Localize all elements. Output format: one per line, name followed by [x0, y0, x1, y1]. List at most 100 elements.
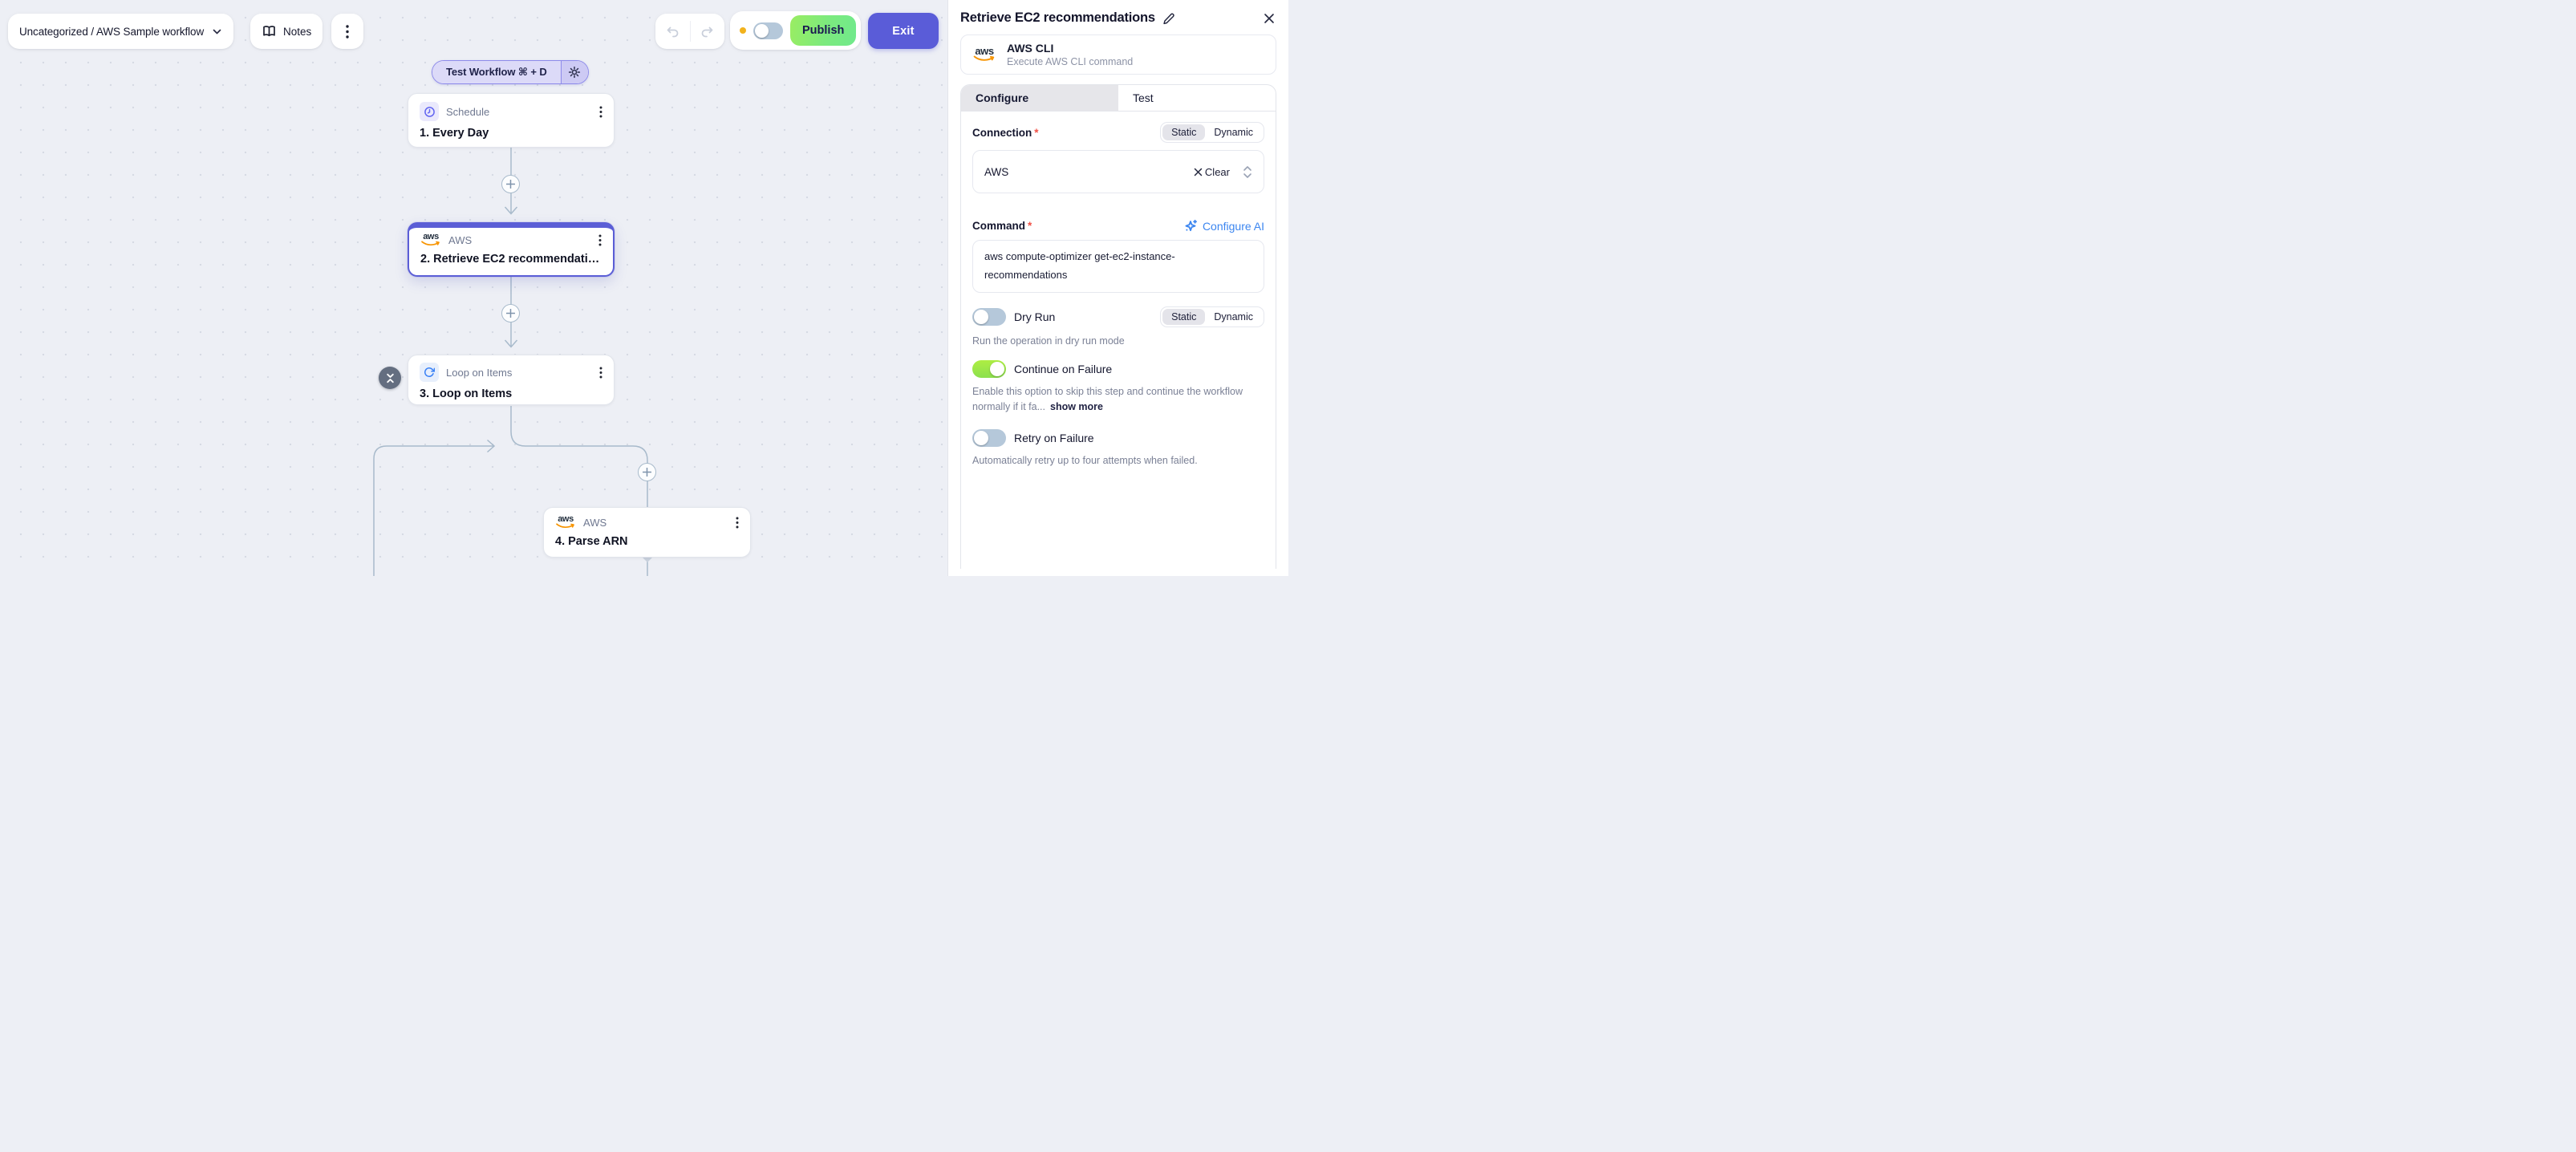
node-menu-button[interactable]: [736, 517, 739, 529]
node-title: 2. Retrieve EC2 recommendati…: [420, 253, 600, 266]
app-card-name: AWS CLI: [1007, 42, 1054, 55]
exit-button[interactable]: Exit: [868, 13, 939, 49]
add-step-button[interactable]: [501, 304, 520, 322]
clear-connection-button[interactable]: Clear: [1194, 166, 1230, 178]
show-more-link[interactable]: show more: [1050, 401, 1103, 413]
select-chevrons-icon: [1243, 165, 1251, 178]
node-retrieve-ec2-recommendations[interactable]: aws AWS 2. Retrieve EC2 recommendati…: [408, 222, 615, 277]
dry-run-toggle[interactable]: [972, 307, 1006, 326]
tab-configure[interactable]: Configure: [961, 85, 1118, 111]
static-option[interactable]: Static: [1162, 124, 1206, 140]
divider: [689, 21, 691, 42]
node-title: 1. Every Day: [420, 127, 489, 140]
rename-step-button[interactable]: [1162, 12, 1175, 25]
node-schedule[interactable]: Schedule 1. Every Day: [408, 93, 615, 148]
clock-icon: [420, 102, 439, 121]
node-menu-button[interactable]: [599, 106, 602, 118]
kebab-menu-icon: [736, 517, 739, 528]
collapse-loop-button[interactable]: [379, 367, 401, 389]
continue-on-failure-toggle[interactable]: [972, 359, 1006, 378]
configure-ai-button[interactable]: Configure AI: [1184, 219, 1264, 233]
required-asterisk: *: [1034, 126, 1039, 139]
connection-value: AWS: [984, 165, 1009, 178]
tab-test[interactable]: Test: [1133, 91, 1154, 104]
test-settings-button[interactable]: [560, 61, 588, 83]
chevron-down-icon: [213, 29, 221, 34]
book-icon: [263, 26, 275, 37]
dry-run-static-dynamic-toggle: Static Dynamic: [1160, 306, 1264, 327]
kebab-menu-icon: [599, 106, 602, 117]
configure-tab-content: Connection* Static Dynamic AWS Clear: [961, 112, 1276, 490]
static-option[interactable]: Static: [1162, 308, 1206, 325]
workflow-builder-app: Uncategorized / AWS Sample workflow Note…: [0, 0, 1288, 576]
dry-run-label: Dry Run: [1014, 310, 1056, 323]
collapse-icon: [386, 373, 394, 383]
publish-toggle[interactable]: [753, 22, 783, 39]
notes-button[interactable]: Notes: [250, 14, 323, 49]
publish-button[interactable]: Publish: [790, 15, 857, 46]
command-field-header: Command* Configure AI: [972, 219, 1264, 233]
redo-button[interactable]: [691, 14, 725, 49]
loop-icon: [420, 363, 439, 382]
gear-icon: [568, 66, 581, 79]
connection-select[interactable]: AWS Clear: [972, 150, 1264, 193]
panel-header: Retrieve EC2 recommendations: [960, 10, 1276, 26]
kebab-menu-icon: [346, 24, 349, 39]
node-title: 3. Loop on Items: [420, 387, 513, 400]
node-title: 4. Parse ARN: [555, 535, 628, 548]
unpublished-status-dot: [740, 27, 746, 34]
node-menu-button[interactable]: [599, 367, 602, 379]
node-app-label: Schedule: [446, 105, 490, 118]
close-panel-button[interactable]: [1262, 11, 1276, 26]
app-card-description: Execute AWS CLI command: [1007, 56, 1134, 67]
dynamic-option[interactable]: Dynamic: [1214, 310, 1253, 322]
connection-field-header: Connection* Static Dynamic: [972, 122, 1264, 143]
workflow-canvas[interactable]: Uncategorized / AWS Sample workflow Note…: [0, 0, 947, 576]
close-icon: [1264, 13, 1274, 23]
node-parse-arn[interactable]: aws AWS 4. Parse ARN: [543, 507, 751, 558]
test-workflow-button[interactable]: Test Workflow ⌘ + D: [432, 61, 561, 83]
publish-toolbar-group: Publish: [730, 11, 862, 50]
connection-static-dynamic-toggle: Static Dynamic: [1160, 122, 1264, 143]
undo-redo-group: [655, 14, 724, 49]
config-tab-container: Configure Test Connection* Static Dynami…: [960, 84, 1276, 569]
panel-title: Retrieve EC2 recommendations: [960, 10, 1155, 25]
node-app-label: AWS: [448, 233, 473, 246]
pencil-icon: [1163, 13, 1174, 24]
workflow-breadcrumb[interactable]: Uncategorized / AWS Sample workflow: [8, 14, 234, 49]
add-step-button[interactable]: [501, 175, 520, 193]
command-input[interactable]: aws compute-optimizer get-ec2-instance-r…: [972, 240, 1264, 293]
dry-run-row: Dry Run Static Dynamic: [972, 306, 1264, 327]
kebab-menu-icon: [598, 234, 602, 245]
node-menu-button[interactable]: [598, 234, 602, 246]
connection-label: Connection*: [972, 126, 1039, 139]
redo-icon: [701, 26, 713, 37]
aws-logo-icon: aws: [972, 46, 996, 63]
node-app-label: Loop on Items: [446, 366, 513, 379]
undo-button[interactable]: [655, 14, 690, 49]
step-config-panel: Retrieve EC2 recommendations aws AWS CLI…: [947, 0, 1288, 576]
continue-on-failure-help: Enable this option to skip this step and…: [972, 385, 1243, 413]
node-loop-on-items[interactable]: Loop on Items 3. Loop on Items: [408, 355, 615, 405]
aws-logo-icon: aws: [420, 233, 441, 247]
workflow-menu-button[interactable]: [331, 14, 363, 49]
plus-icon: [506, 309, 515, 318]
command-value: aws compute-optimizer get-ec2-instance-r…: [984, 250, 1175, 281]
tab-bar: Configure Test: [961, 85, 1276, 112]
clear-x-icon: [1194, 168, 1203, 176]
retry-on-failure-row: Retry on Failure: [972, 428, 1264, 447]
publish-label: Publish: [802, 24, 845, 37]
app-card[interactable]: aws AWS CLI Execute AWS CLI command: [960, 34, 1276, 75]
sparkle-icon: [1185, 219, 1197, 232]
continue-on-failure-row: Continue on Failure: [972, 359, 1264, 378]
node-app-label: AWS: [583, 516, 607, 529]
dynamic-option[interactable]: Dynamic: [1214, 127, 1253, 138]
retry-on-failure-label: Retry on Failure: [1014, 431, 1094, 444]
required-asterisk: *: [1028, 220, 1032, 232]
breadcrumb-label: Uncategorized / AWS Sample workflow: [19, 25, 205, 38]
add-step-button[interactable]: [638, 463, 656, 481]
retry-on-failure-toggle[interactable]: [972, 428, 1006, 447]
aws-logo-icon: aws: [555, 515, 576, 529]
dry-run-help: Run the operation in dry run mode: [972, 335, 1125, 347]
exit-label: Exit: [892, 24, 915, 38]
